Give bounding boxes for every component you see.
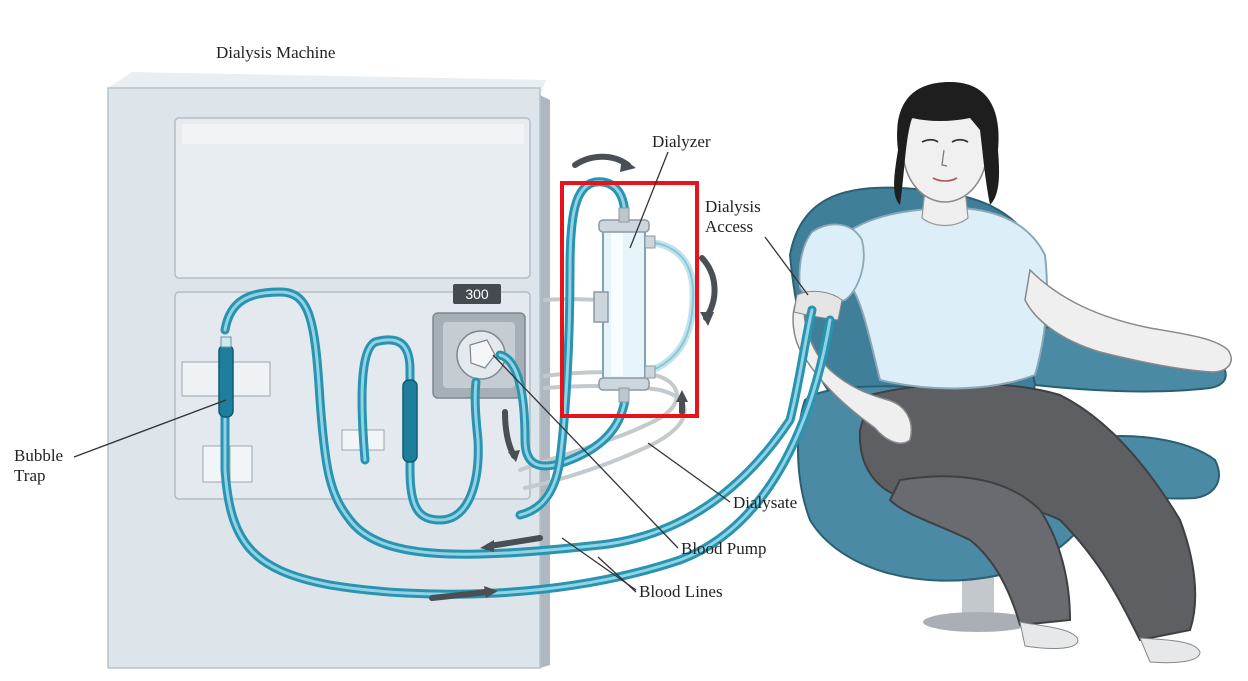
upper-panel — [174, 117, 531, 279]
label-dialysis-machine: Dialysis Machine — [216, 43, 335, 62]
label-bubble-trap-1: Bubble — [14, 446, 63, 465]
label-blood-pump: Blood Pump — [681, 539, 767, 558]
blood-lines-tubing — [218, 177, 835, 599]
label-bubble-trap-2: Trap — [14, 466, 46, 485]
dialysis-machine: 300 — [107, 72, 550, 669]
label-dialyzer: Dialyzer — [652, 132, 711, 151]
flow-arrows — [429, 153, 718, 601]
inline-chamber — [402, 379, 418, 463]
patient — [792, 82, 1232, 664]
label-dialysis-access-2: Access — [705, 217, 753, 236]
label-blood-lines: Blood Lines — [639, 582, 723, 601]
label-dialysis-access-1: Dialysis — [705, 197, 761, 216]
dialyzer — [593, 207, 697, 403]
label-dialysate: Dialysate — [733, 493, 797, 512]
display-value: 300 — [465, 286, 489, 302]
pump-display — [453, 284, 501, 304]
labels: Dialysis Machine Dialyzer Dialysis Acces… — [14, 43, 809, 601]
blood-pump — [432, 312, 526, 399]
dialyzer-highlight-box — [560, 181, 699, 418]
bubble-trap — [218, 344, 234, 418]
